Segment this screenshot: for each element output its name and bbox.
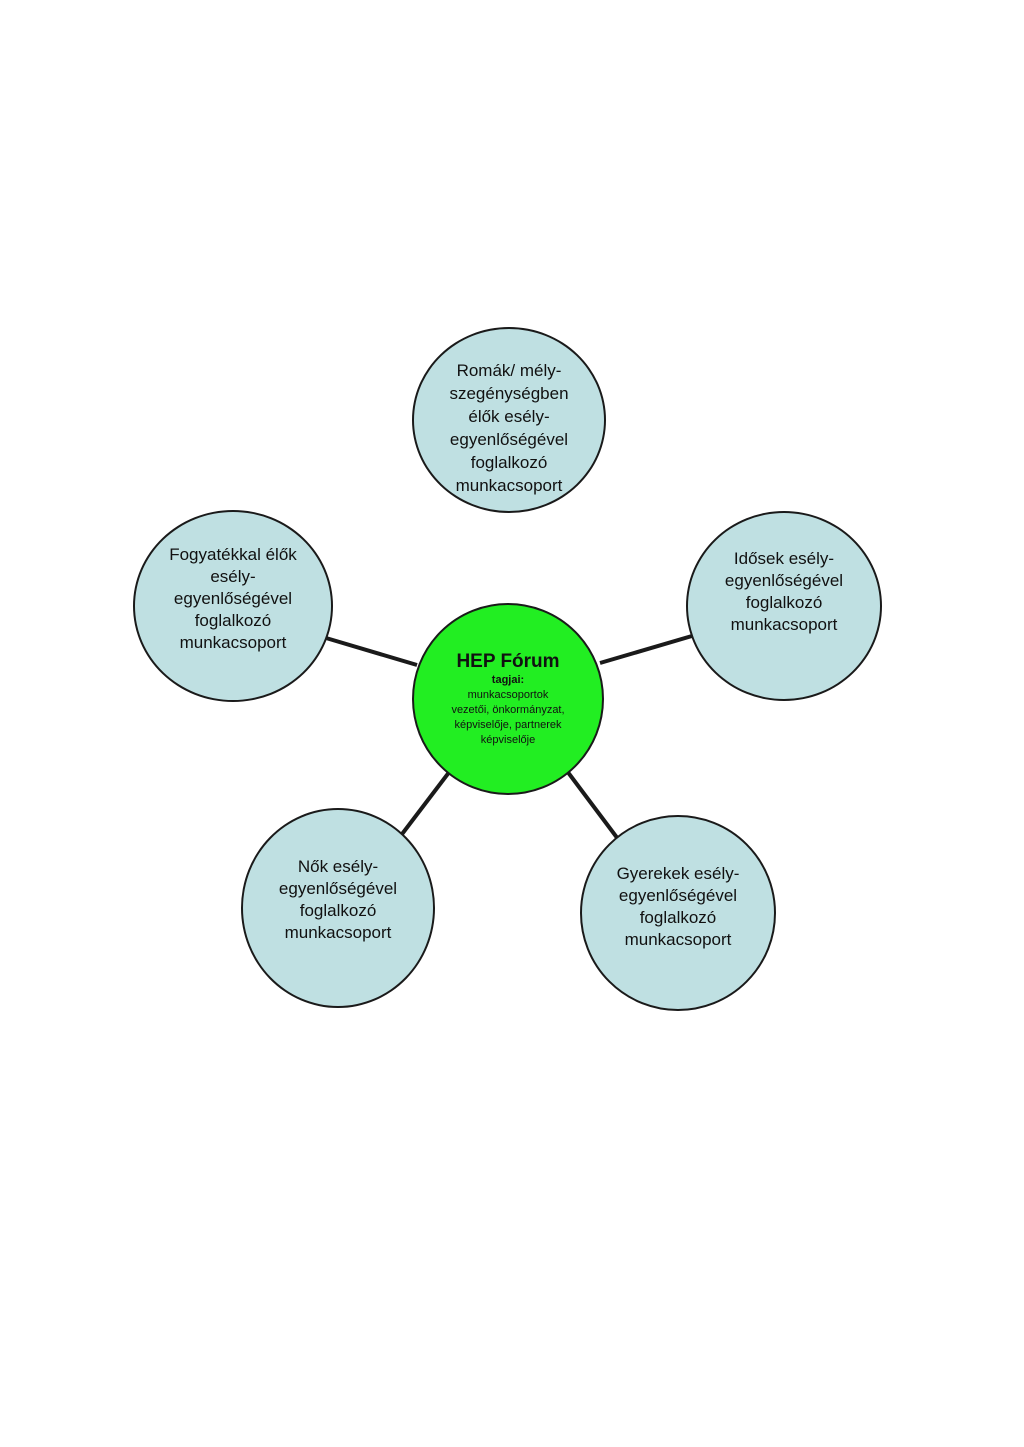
elderly-workgroup-node: Idősek esély- egyenlőségével foglalkozó … <box>686 511 882 701</box>
hub-description: munkacsoportok vezetői, önkormányzat, ké… <box>451 688 565 746</box>
connector-hub-to-disabled <box>325 636 418 667</box>
hep-forum-hub-node: HEP Fórum tagjai: munkacsoportok vezetői… <box>412 603 604 795</box>
women-workgroup-node: Nők esély- egyenlőségével foglalkozó mun… <box>241 808 435 1008</box>
connector-hub-to-women <box>394 769 452 844</box>
children-workgroup-node: Gyerekek esély- egyenlőségével foglalkoz… <box>580 815 776 1011</box>
hub-subtitle: tagjai: <box>491 673 525 686</box>
roma-workgroup-node: Romák/ mély- szegénységben élők esély- e… <box>412 327 606 513</box>
connector-hub-to-children <box>565 769 623 845</box>
children-workgroup-label: Gyerekek esély- egyenlőségével foglalkoz… <box>616 864 740 949</box>
disabled-workgroup-label: Fogyatékkal élők esély- egyenlőségével f… <box>169 545 297 652</box>
connector-hub-to-elderly <box>599 634 693 665</box>
women-workgroup-label: Nők esély- egyenlőségével foglalkozó mun… <box>278 857 398 942</box>
disabled-workgroup-node: Fogyatékkal élők esély- egyenlőségével f… <box>133 510 333 702</box>
hub-title: HEP Fórum <box>456 650 560 672</box>
elderly-workgroup-label: Idősek esély- egyenlőségével foglalkozó … <box>724 549 844 634</box>
roma-workgroup-label: Romák/ mély- szegénységben élők esély- e… <box>449 361 569 495</box>
